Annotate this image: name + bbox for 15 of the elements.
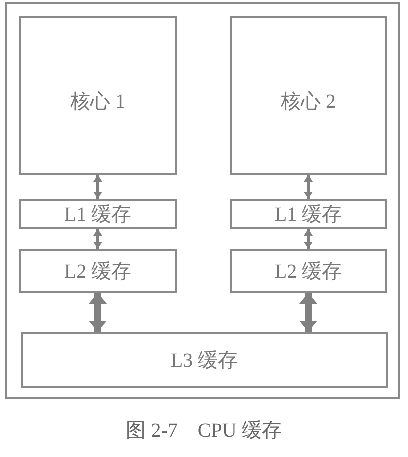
cache-box: L1 缓存 [19, 199, 177, 229]
cache-box: L2 缓存 [230, 249, 387, 293]
cache-box: L1 缓存 [230, 199, 387, 229]
double-arrow [300, 293, 318, 332]
double-arrow [304, 175, 313, 199]
double-arrow [304, 229, 313, 249]
double-arrow [94, 175, 102, 199]
core-box: 核心 2 [230, 16, 387, 175]
double-arrow [89, 293, 107, 332]
caption: 图 2-7 CPU 缓存 [126, 420, 282, 442]
core-box: 核心 1 [19, 16, 177, 175]
cache-box: L3 缓存 [21, 332, 388, 388]
cache-box: L2 缓存 [19, 249, 177, 293]
double-arrow [94, 229, 102, 249]
frame-box [5, 2, 400, 399]
